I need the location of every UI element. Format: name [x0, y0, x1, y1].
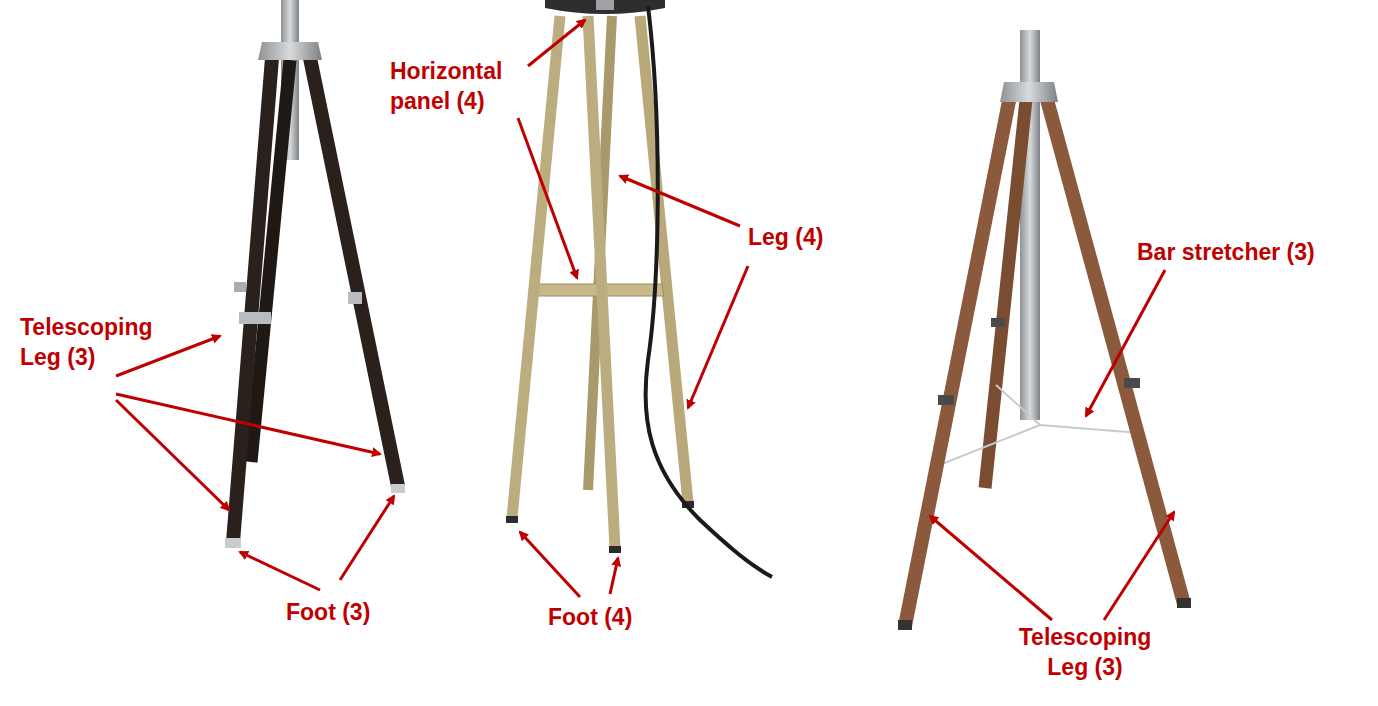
part-label: Bar stretcher (3) — [1137, 237, 1367, 267]
bar-stretcher — [942, 425, 1040, 464]
tripod-leg — [310, 58, 398, 486]
wood-tripod — [898, 30, 1191, 630]
leg-collar — [258, 42, 322, 60]
leader-arrow — [520, 532, 580, 597]
telescoping-clamp — [348, 292, 362, 304]
leader-arrows — [116, 20, 1174, 620]
foot-cap — [1177, 598, 1191, 608]
power-cable — [646, 6, 772, 577]
leader-arrow — [340, 496, 394, 580]
foot-cap — [898, 620, 912, 630]
part-label: Telescoping Leg (3) — [20, 312, 188, 372]
foot-cap — [391, 484, 405, 493]
leg-collar — [1000, 82, 1058, 102]
leader-arrow — [116, 394, 380, 454]
leader-arrow — [518, 118, 577, 278]
black-tripod — [225, 0, 405, 548]
telescoping-clamp — [239, 312, 271, 324]
bar-stretcher — [996, 385, 1040, 425]
foot-cap — [506, 516, 518, 523]
leader-arrow — [116, 400, 229, 510]
part-label: Telescoping Leg (3) — [1000, 622, 1170, 682]
leader-arrow — [528, 20, 585, 66]
mount — [596, 0, 614, 10]
part-label: Horizontal panel (4) — [390, 56, 540, 116]
tripod-leg — [233, 58, 272, 542]
leader-arrow — [620, 176, 740, 226]
leader-arrow — [1086, 270, 1165, 416]
tripod-leg — [905, 96, 1010, 626]
foot-cap — [225, 538, 241, 548]
telescoping-clamp — [991, 318, 1005, 327]
part-label: Foot (3) — [286, 597, 396, 627]
part-label: Foot (4) — [548, 602, 658, 632]
leader-arrow — [610, 558, 618, 594]
leader-arrow — [930, 516, 1052, 620]
telescoping-clamp — [938, 395, 954, 405]
telescoping-clamp — [234, 282, 246, 292]
leader-arrow — [240, 552, 320, 590]
bar-stretcher — [1040, 425, 1140, 433]
wooden-stand — [506, 0, 772, 577]
stand-leg — [512, 16, 560, 518]
leader-arrow — [1104, 512, 1174, 620]
telescoping-clamp — [1124, 378, 1140, 388]
foot-cap — [609, 546, 621, 553]
part-label: Leg (4) — [748, 222, 858, 252]
leader-arrow — [688, 266, 748, 408]
leader-arrow — [116, 336, 220, 376]
stand-leg — [588, 16, 615, 548]
